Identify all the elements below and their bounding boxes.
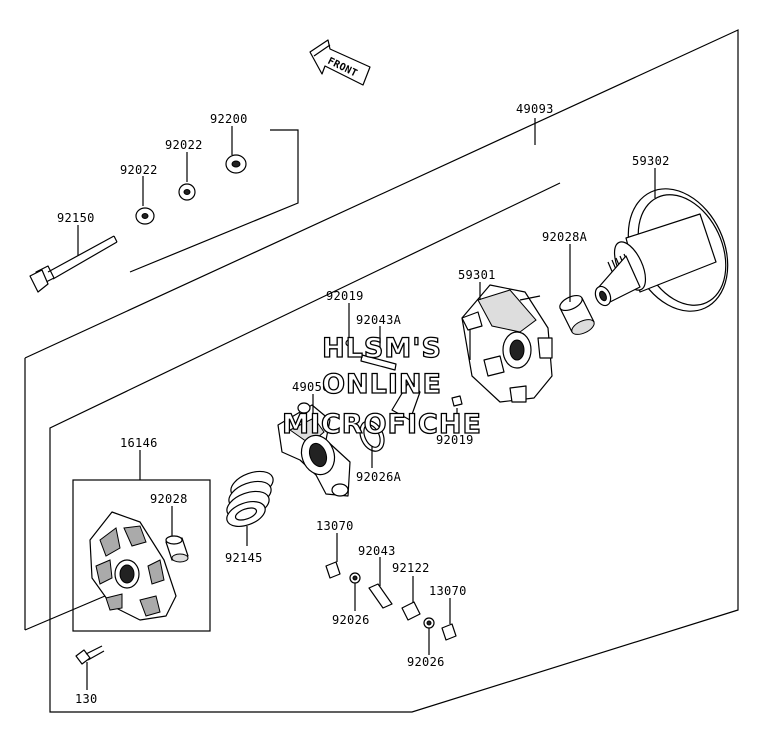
label-92145: 92145 <box>225 551 263 565</box>
ring-92026A <box>359 420 385 452</box>
label-49093: 49093 <box>516 102 554 116</box>
label-92043: 92043 <box>358 544 396 558</box>
label-92026-b: 92026 <box>407 655 445 669</box>
sub-assembly-16146-box <box>24 479 211 632</box>
label-16146: 16146 <box>120 436 158 450</box>
label-92019-a: 92019 <box>326 289 364 303</box>
spider-49050 <box>277 379 421 497</box>
watermark: HLSM'S ONLINE MICROFICHE <box>281 332 482 440</box>
washer-92026-b <box>423 617 435 629</box>
label-13070-b: 13070 <box>429 584 467 598</box>
watermark-line-2: ONLINE <box>322 369 442 400</box>
label-130: 130 <box>75 692 98 706</box>
pin-92043A <box>360 354 397 371</box>
washer-92026-a <box>349 572 361 584</box>
front-direction-arrow: FRONT <box>309 39 371 86</box>
collar-92019-b <box>451 395 463 407</box>
movable-sheave-59301 <box>461 284 553 403</box>
part-labels: 49093 59302 92200 92022 92022 92150 5930… <box>57 102 670 706</box>
cover-16146 <box>89 511 177 621</box>
label-92026A: 92026A <box>356 470 402 484</box>
pin-92043 <box>368 583 393 609</box>
bolt-92150 <box>29 235 118 293</box>
roller-13070-b <box>441 623 457 641</box>
label-49050: 49050 <box>292 380 330 394</box>
washer-92022-a <box>135 207 155 225</box>
watermark-line-3: MICROFICHE <box>282 409 482 440</box>
fixed-sheave-59302 <box>594 188 729 312</box>
label-92028A: 92028A <box>542 230 588 244</box>
label-92022-b: 92022 <box>165 138 203 152</box>
bolt-130 <box>75 645 105 665</box>
label-92019-b: 92019 <box>436 433 474 447</box>
bushing-92028A <box>559 294 595 335</box>
hardware-group-outline <box>129 129 299 273</box>
label-92200: 92200 <box>210 112 248 126</box>
label-13070-a: 13070 <box>316 519 354 533</box>
label-59301: 59301 <box>458 268 496 282</box>
label-92150: 92150 <box>57 211 95 225</box>
washer-92022-b <box>178 183 196 201</box>
leader-lines <box>77 118 656 690</box>
label-92026-a: 92026 <box>332 613 370 627</box>
watermark-line-1: HLSM'S <box>322 333 442 364</box>
label-92022-a: 92022 <box>120 163 158 177</box>
roller-13070-a <box>325 561 341 579</box>
label-59302: 59302 <box>632 154 670 168</box>
bushing-92122 <box>401 601 421 621</box>
spring-92145 <box>226 470 274 527</box>
label-92122: 92122 <box>392 561 430 575</box>
label-92043A: 92043A <box>356 313 402 327</box>
washer-92200 <box>225 154 247 174</box>
assembly-outline <box>24 29 739 713</box>
label-92028: 92028 <box>150 492 188 506</box>
bushing-92028 <box>165 535 189 563</box>
